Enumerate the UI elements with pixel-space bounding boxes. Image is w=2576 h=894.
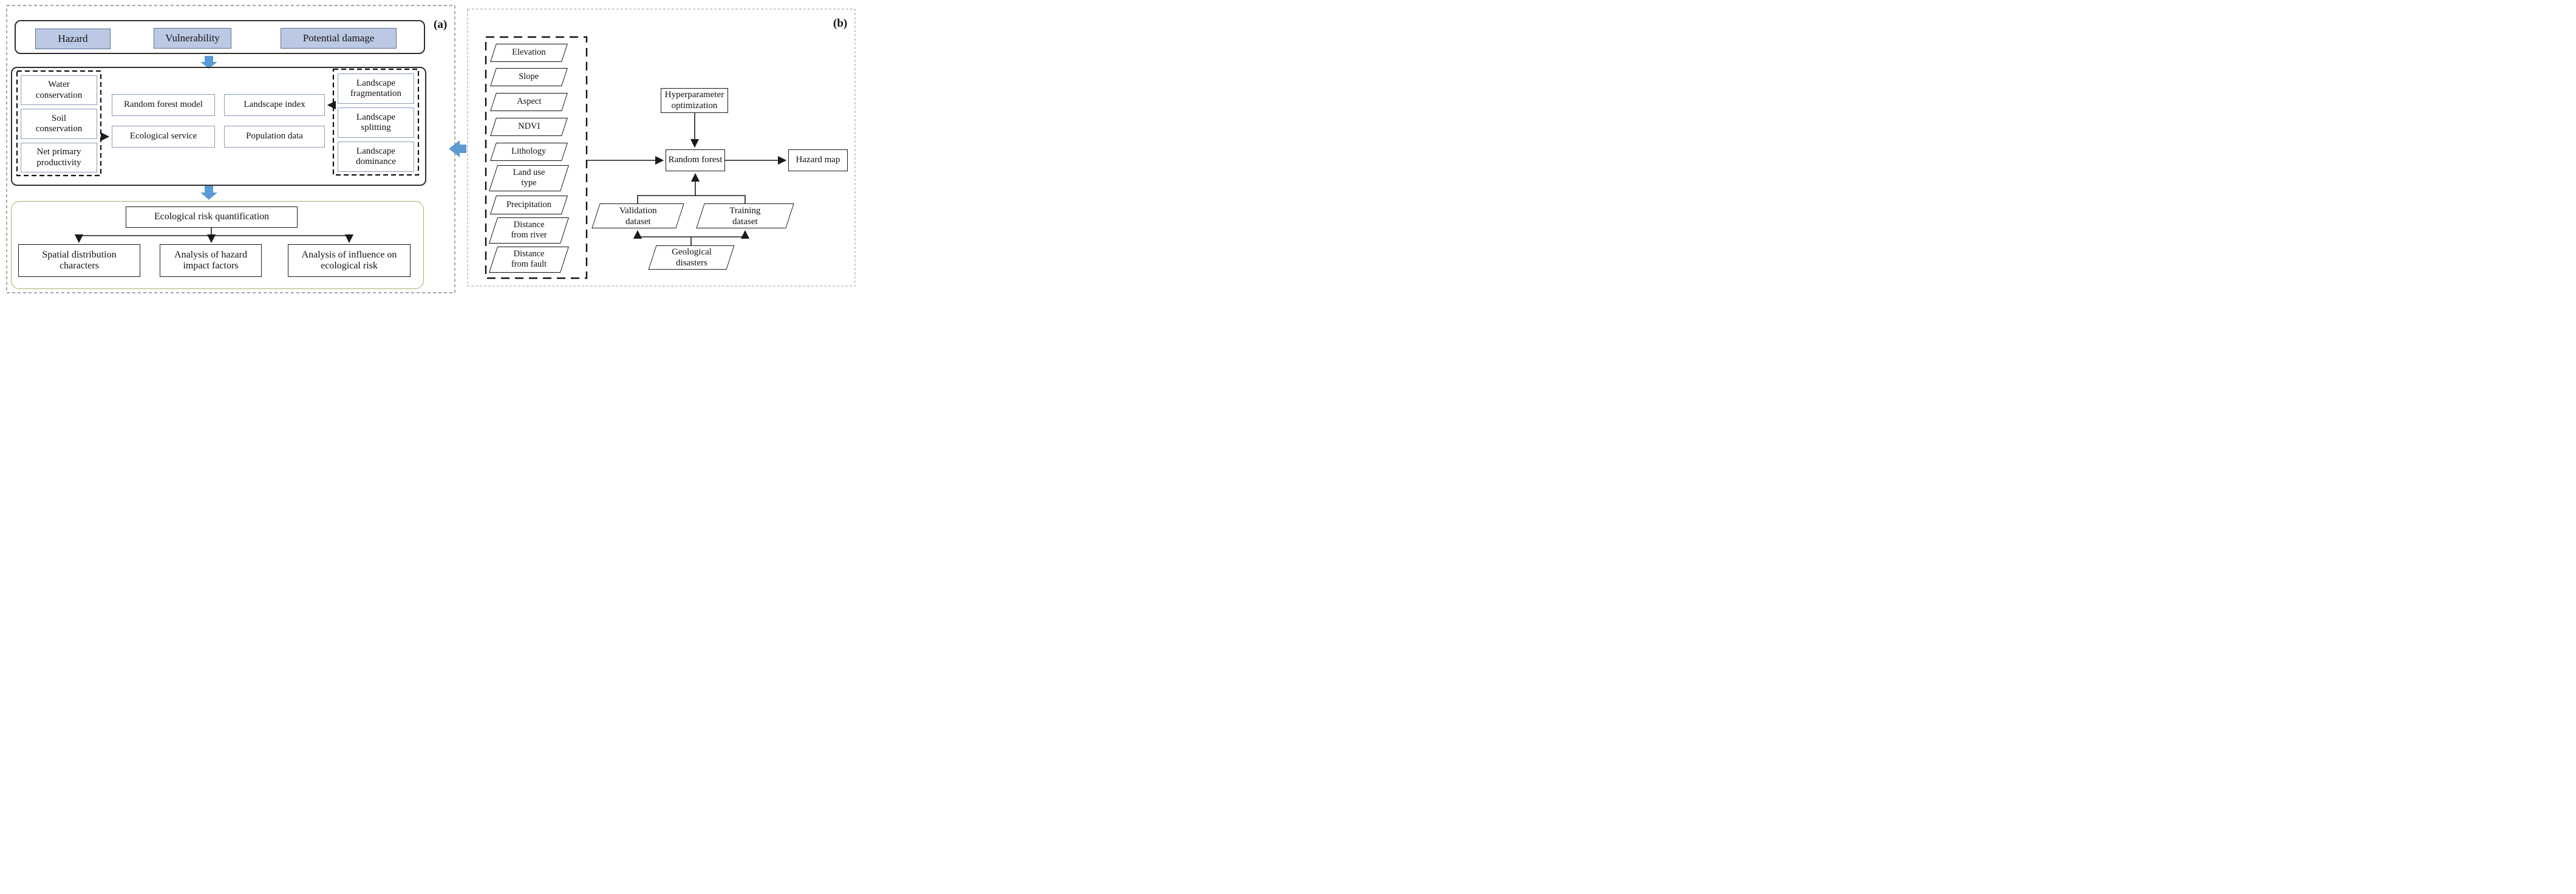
geological-disasters-label: Geological disasters (671, 247, 712, 268)
population-data-box: Population data (224, 126, 325, 148)
vulnerability-box: Vulnerability (154, 28, 231, 49)
distance-from-fault-parallelogram: Distance from fault (489, 247, 569, 273)
ecological-risk-quantification-box: Ecological risk quantification (126, 206, 298, 228)
net-primary-productivity-box: Net primary productivity (21, 143, 97, 172)
landscape-fragmentation-box: Landscape fragmentation (338, 73, 414, 104)
soil-conservation-box: Soil conservation (21, 109, 97, 139)
geological-bracket-lower (638, 236, 745, 245)
precipitation-label: Precipitation (506, 199, 552, 210)
influence-ecological-risk-label: Analysis of influence on ecological risk (301, 249, 397, 271)
aspect-parallelogram: Aspect (490, 93, 568, 111)
factor-group-border (485, 36, 588, 279)
distance-from-river-label: Distance from river (511, 220, 547, 241)
training-dataset-parallelogram: Training dataset (696, 203, 794, 228)
panel-b-border (467, 9, 856, 287)
hazard-box: Hazard (35, 29, 111, 49)
ndvi-parallelogram: NDVI (490, 118, 568, 136)
land-use-type-label: Land use type (513, 168, 545, 188)
lithology-parallelogram: Lithology (490, 143, 568, 161)
lithology-label: Lithology (511, 146, 547, 157)
landscape-splitting-box: Landscape splitting (338, 107, 414, 138)
potential-damage-box: Potential damage (281, 28, 397, 49)
figure-canvas: (a) Hazard Vulnerability Potential damag… (0, 0, 859, 298)
ecological-service-box: Ecological service (112, 126, 215, 148)
hazard-map-box: Hazard map (788, 149, 848, 171)
influence-ecological-risk-box: Analysis of influence on ecological risk (288, 244, 411, 277)
dataset-bracket-upper (637, 195, 746, 203)
geological-disasters-parallelogram: Geological disasters (648, 245, 735, 270)
ndvi-label: NDVI (517, 121, 540, 132)
net-primary-productivity-label: Net primary productivity (36, 147, 81, 168)
elevation-label: Elevation (512, 47, 546, 58)
quantification-container (11, 201, 424, 289)
blue-left-arrow-panel-link (449, 140, 466, 157)
random-forest-model-box: Random forest model (112, 94, 215, 116)
soil-conservation-label: Soil conservation (35, 113, 83, 134)
hazard-impact-label: Analysis of hazard impact factors (174, 249, 247, 271)
distance-from-river-parallelogram: Distance from river (489, 217, 569, 244)
distance-from-fault-label: Distance from fault (511, 249, 547, 270)
hyperparameter-optimization-box: Hyperparameter optimization (661, 88, 728, 113)
slope-label: Slope (519, 72, 539, 82)
hyperparameter-optimization-label: Hyperparameter optimization (664, 90, 724, 111)
blue-down-arrow-middle (200, 186, 217, 200)
panel-b-label: (b) (833, 17, 848, 30)
aspect-label: Aspect (516, 97, 542, 107)
spatial-distribution-box: Spatial distribution characters (18, 244, 140, 277)
training-dataset-label: Training dataset (729, 205, 761, 227)
landscape-index-box: Landscape index (224, 94, 325, 116)
random-forest-box: Random forest (666, 149, 725, 171)
data-sources-container (11, 67, 426, 186)
spatial-distribution-label: Spatial distribution characters (42, 249, 117, 271)
landscape-index-group-border (332, 68, 420, 176)
landscape-splitting-label: Landscape splitting (356, 112, 396, 132)
water-conservation-label: Water conservation (35, 80, 83, 100)
landscape-fragmentation-label: Landscape fragmentation (350, 78, 402, 98)
elevation-parallelogram: Elevation (490, 44, 568, 62)
validation-dataset-parallelogram: Validation dataset (591, 203, 684, 228)
panel-a-label: (a) (434, 18, 448, 31)
slope-parallelogram: Slope (490, 68, 568, 86)
water-conservation-box: Water conservation (21, 75, 97, 105)
land-use-type-parallelogram: Land use type (489, 165, 569, 191)
blue-down-arrow-top (200, 56, 217, 69)
connector-layer (6, 5, 856, 293)
landscape-dominance-box: Landscape dominance (338, 142, 414, 172)
validation-dataset-label: Validation dataset (619, 205, 657, 227)
ecological-service-group-border (16, 70, 102, 177)
precipitation-parallelogram: Precipitation (489, 196, 568, 214)
hazard-impact-box: Analysis of hazard impact factors (160, 244, 262, 277)
landscape-dominance-label: Landscape dominance (356, 146, 396, 166)
risk-components-container (15, 20, 425, 54)
